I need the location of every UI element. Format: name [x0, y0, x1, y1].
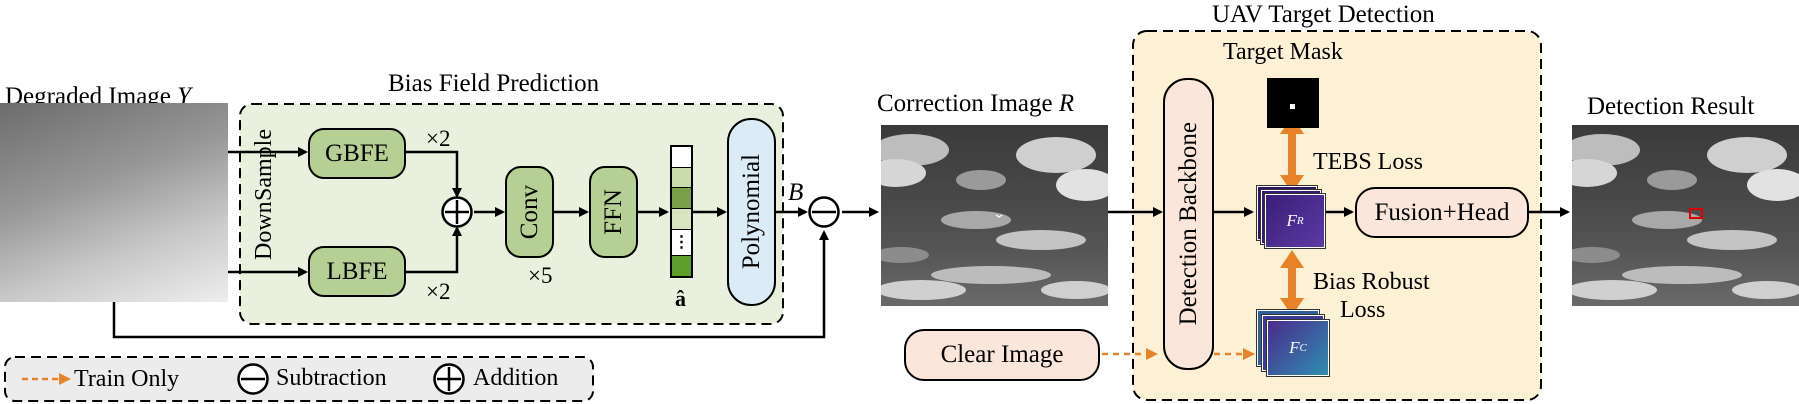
conv-label: Conv [515, 184, 543, 240]
detection-backbone-label: Detection Backbone [1174, 122, 1202, 326]
legend-subtraction-icon [237, 363, 269, 395]
coef-label: â [675, 286, 686, 311]
fc-label: F [1289, 338, 1300, 357]
coef-cell [672, 167, 691, 189]
legend-subtraction: Subtraction [276, 365, 387, 391]
fc-sub: C [1299, 342, 1307, 354]
down-sample-line1: Down [251, 201, 277, 260]
legend-addition: Addition [473, 365, 559, 391]
bias-robust-loss-line2: Loss [1340, 297, 1386, 323]
bias-field-title: Bias Field Prediction [388, 70, 600, 97]
bias-robust-loss-line1: Bias Robust [1313, 269, 1430, 295]
polynomial-label: Polynomial [737, 154, 765, 270]
clear-image-label: Clear Image [940, 341, 1064, 368]
tebs-loss-label: TEBS Loss [1313, 149, 1424, 175]
addition-node [441, 196, 473, 228]
uav-panel-title: UAV Target Detection [1212, 1, 1435, 28]
detection-box [1689, 208, 1703, 219]
conv-repeat: ×5 [528, 263, 553, 288]
detection-result-label: Detection Result [1587, 93, 1755, 120]
fusion-head-label: Fusion+Head [1374, 198, 1510, 226]
target-mask-image [1267, 78, 1319, 128]
clear-image-block: Clear Image [904, 329, 1100, 381]
coef-ellipsis: ⋮ [672, 229, 691, 257]
correction-image [881, 125, 1108, 306]
lbfe-repeat: ×2 [426, 279, 451, 304]
uav-detection-panel [1132, 30, 1542, 401]
detection-backbone-block: Detection Backbone [1163, 78, 1214, 370]
coefficient-vector: ⋮ [670, 145, 693, 278]
legend-addition-icon [433, 363, 465, 395]
bias-robust-loss-arrow [1280, 250, 1304, 316]
degraded-image [0, 103, 228, 302]
cloud-texture [881, 134, 1108, 300]
polynomial-block: Polynomial [727, 118, 776, 306]
gbfe-label: GBFE [325, 139, 389, 167]
target-mask-label: Target Mask [1223, 39, 1343, 65]
gbfe-block: GBFE [308, 128, 406, 179]
detection-result-image [1572, 125, 1799, 306]
coef-cell [672, 256, 691, 277]
result-cloud-texture [1572, 134, 1799, 300]
gbfe-repeat: ×2 [426, 126, 451, 151]
correction-image-var: R [1058, 90, 1075, 117]
lbfe-block: LBFE [308, 246, 406, 297]
target-mask-spot [1290, 104, 1295, 109]
coef-cell [672, 209, 691, 230]
legend-train-only: Train Only [74, 366, 180, 392]
coef-cell [672, 147, 691, 168]
down-sample-label: Down Sample [248, 129, 312, 260]
down-sample-line2: Sample [251, 129, 277, 202]
degraded-image-var: Y [177, 83, 192, 110]
fusion-head-block: Fusion+Head [1355, 187, 1529, 238]
coef-cell [672, 188, 691, 210]
ffn-block: FFN [589, 166, 638, 258]
lbfe-label: LBFE [326, 257, 388, 285]
fr-label: F [1286, 211, 1297, 230]
ffn-label: FFN [599, 189, 627, 235]
subtraction-node [808, 196, 840, 228]
conv-block: Conv [505, 166, 554, 258]
bias-var-label: B [788, 179, 804, 206]
correction-image-label: Correction Image R [877, 91, 1074, 116]
correction-image-text: Correction Image [877, 90, 1053, 117]
fr-sub: R [1296, 215, 1304, 227]
